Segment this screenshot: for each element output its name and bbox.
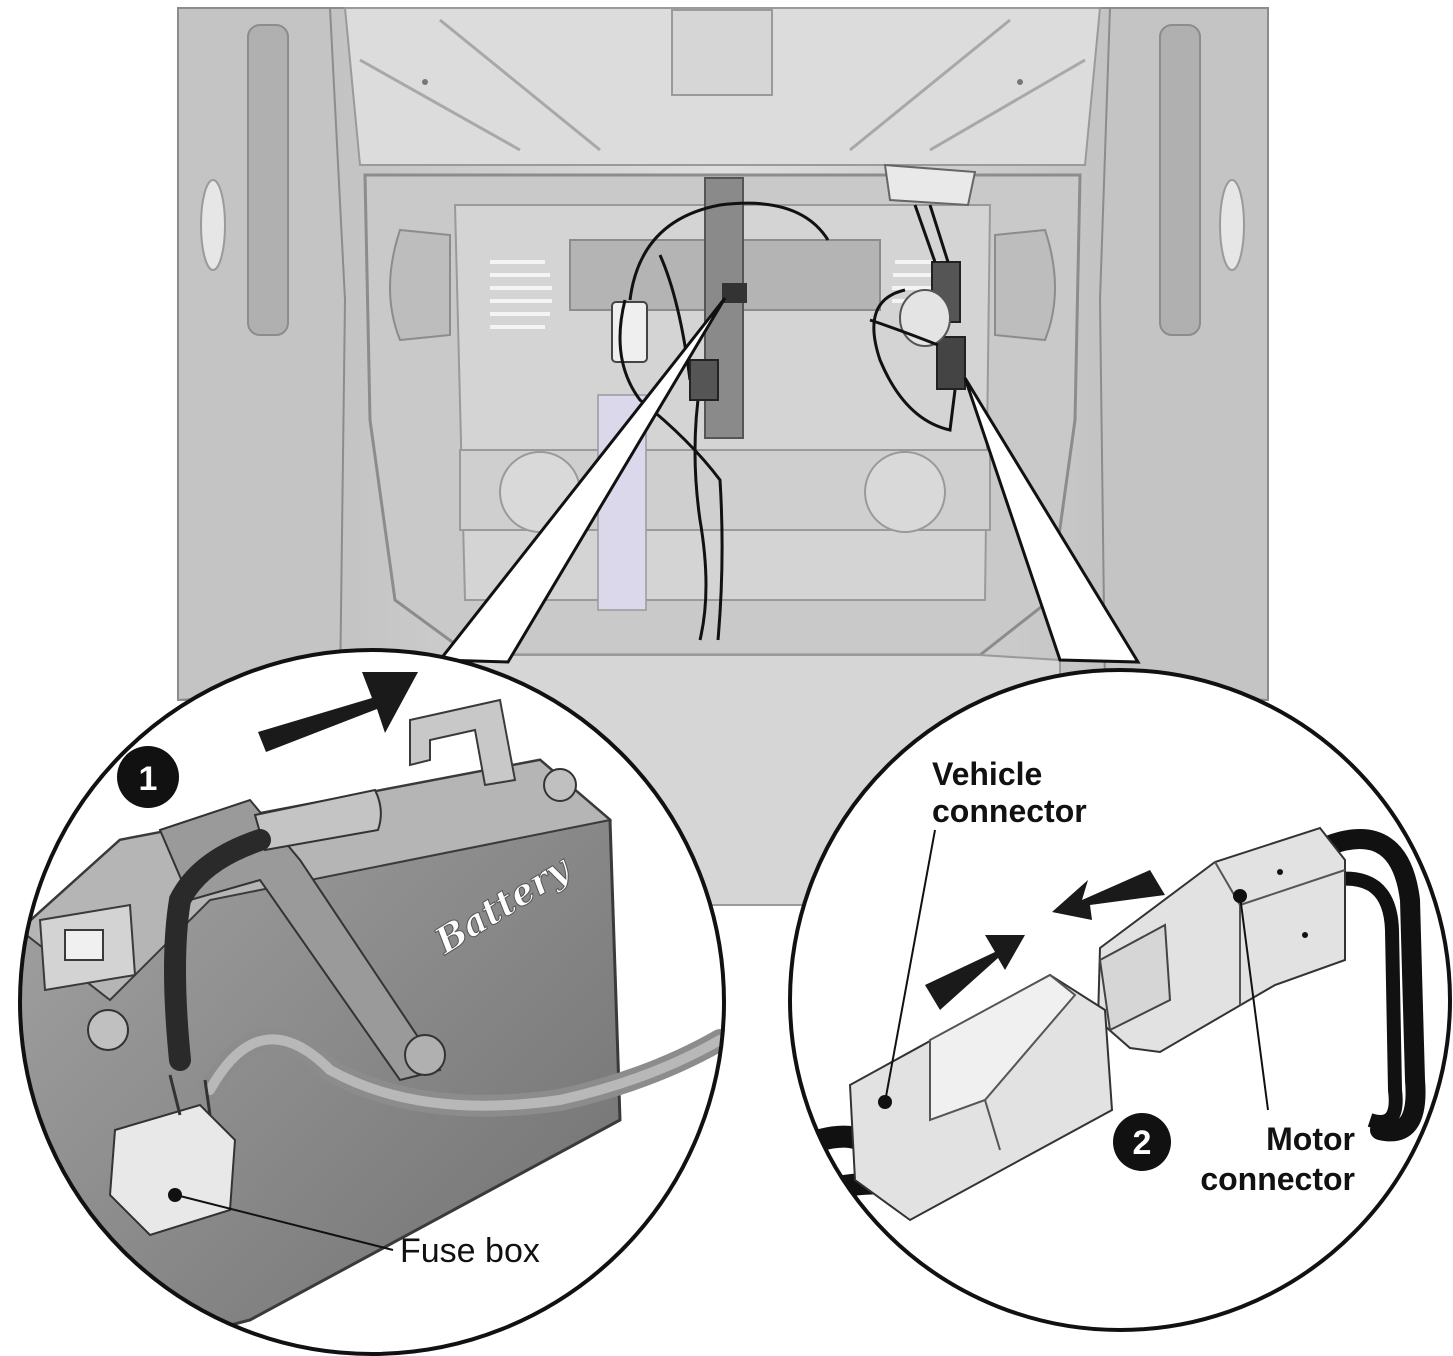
vehicle-connector-leader xyxy=(884,829,936,1103)
connector-inset: Vehicle connector Motor connector 2 xyxy=(788,668,1452,1332)
motor-connector-label-line1: Motor xyxy=(1266,1121,1355,1157)
battery-inset: Battery 1 Fuse box xyxy=(18,648,726,1356)
step-1-badge: 1 xyxy=(117,746,179,808)
fuse-box-leader xyxy=(175,1194,394,1251)
motor-connector-leader xyxy=(1239,895,1269,1111)
vehicle-connector-label-line2: connector xyxy=(932,793,1087,829)
fuse-box-label: Fuse box xyxy=(400,1232,540,1270)
push-arrow-icon xyxy=(258,672,418,752)
svg-text:2: 2 xyxy=(1133,1124,1152,1162)
svg-text:1: 1 xyxy=(139,760,158,798)
arrow-left-icon xyxy=(1052,870,1165,920)
callout-leader-step2 xyxy=(963,377,1141,664)
callout-leader-step1 xyxy=(436,297,727,664)
arrow-right-icon xyxy=(925,935,1025,1010)
vehicle-connector-label-line1: Vehicle xyxy=(932,756,1042,792)
step-2-badge: 2 xyxy=(1113,1113,1171,1171)
motor-connector-label-line2: connector xyxy=(1200,1161,1355,1197)
